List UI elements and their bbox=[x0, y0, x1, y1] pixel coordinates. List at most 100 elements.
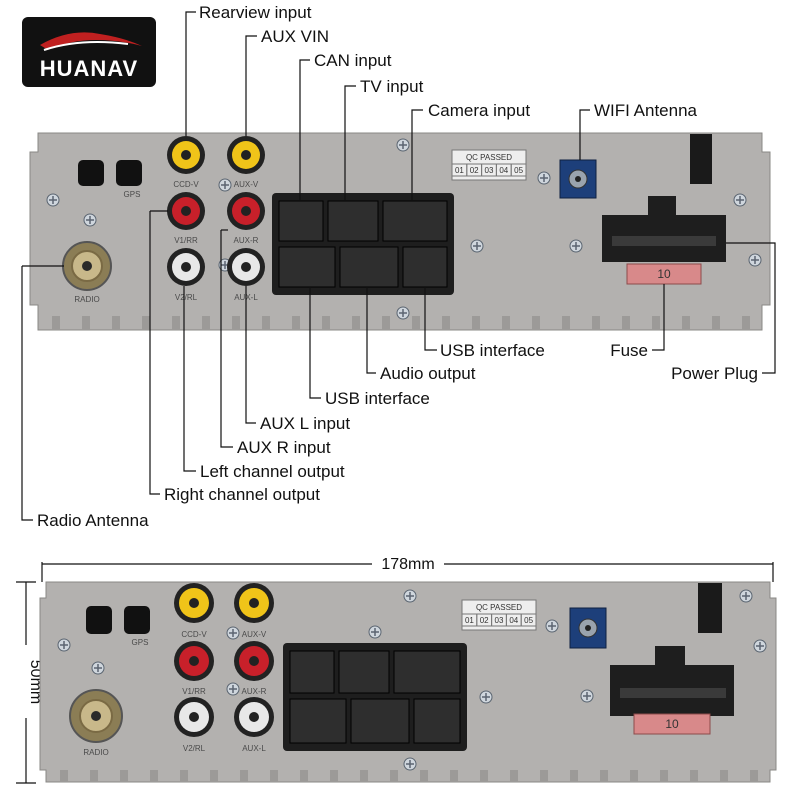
top-panel: GPS RADIO CCD-V AUX-V V1/RR AUX-R V2/RL … bbox=[29, 132, 771, 331]
label-power-plug: Power Plug bbox=[671, 364, 758, 383]
brand-logo: HUANAV bbox=[22, 17, 156, 87]
qc-cell bbox=[510, 163, 527, 177]
bottom-panel: GPS RADIO CCD-V AUX-V V1/RR AUX-R V2/RL … bbox=[39, 581, 777, 783]
screw bbox=[403, 757, 417, 771]
v2-rl-label: V2/RL bbox=[175, 293, 198, 302]
label-right-channel-output: Right channel output bbox=[164, 485, 320, 504]
screw bbox=[396, 138, 410, 152]
aux-v-label: AUX-V bbox=[234, 180, 259, 189]
rca-aux-vin-yellow bbox=[227, 136, 265, 174]
screw bbox=[748, 253, 762, 267]
qc-passed-sticker: QC PASSED 01 02 03 04 05 bbox=[461, 599, 537, 631]
power-plug-connector bbox=[610, 646, 734, 716]
screw bbox=[733, 193, 747, 207]
v1-rr-label: V1/RR bbox=[182, 687, 206, 696]
label-tv-input: TV input bbox=[360, 77, 424, 96]
qc-cell-label: 04 bbox=[499, 166, 508, 175]
qc-title: QC PASSED bbox=[476, 603, 522, 612]
bottom-panel-notches bbox=[60, 770, 758, 782]
screw bbox=[753, 639, 767, 653]
qc-cell-label: 02 bbox=[470, 166, 479, 175]
gps-label: GPS bbox=[132, 638, 149, 647]
rca-aux-l-white bbox=[234, 697, 274, 737]
fuse-value-label: 10 bbox=[665, 717, 679, 731]
power-latch bbox=[698, 583, 722, 633]
qc-cell-label: 04 bbox=[509, 616, 518, 625]
rca-rearview-yellow bbox=[174, 583, 214, 623]
rca-left-channel-white bbox=[167, 248, 205, 286]
rca-left-channel-white bbox=[174, 697, 214, 737]
qc-cell bbox=[520, 613, 537, 627]
screw bbox=[57, 638, 71, 652]
v2-rl-label: V2/RL bbox=[183, 744, 206, 753]
qc-cell-label: 03 bbox=[485, 166, 494, 175]
screw bbox=[580, 689, 594, 703]
label-aux-l-input: AUX L input bbox=[260, 414, 350, 433]
callout-labels-top: Rearview input AUX VIN CAN input TV inpu… bbox=[199, 3, 698, 120]
aux-r-label: AUX-R bbox=[234, 236, 259, 245]
width-dimension-label: 178mm bbox=[381, 556, 434, 573]
screw bbox=[403, 589, 417, 603]
radio-label: RADIO bbox=[83, 748, 108, 757]
cvbs-v-label: CCD-V bbox=[173, 180, 199, 189]
rca-aux-l-white bbox=[227, 248, 265, 286]
screw bbox=[396, 306, 410, 320]
qc-title: QC PASSED bbox=[466, 153, 512, 162]
fuse: 10 bbox=[626, 263, 702, 285]
qc-cell-label: 03 bbox=[495, 616, 504, 625]
power-latch bbox=[690, 134, 712, 184]
label-aux-vin: AUX VIN bbox=[261, 27, 329, 46]
gps-socket-left bbox=[86, 606, 112, 634]
screw bbox=[537, 171, 551, 185]
bottom-vent-notches bbox=[52, 316, 750, 330]
radio-label: RADIO bbox=[74, 295, 99, 304]
rca-aux-vin-yellow bbox=[234, 583, 274, 623]
fuse-value-label: 10 bbox=[657, 267, 671, 281]
label-fuse: Fuse bbox=[610, 341, 648, 360]
qc-cell-label: 01 bbox=[465, 616, 474, 625]
rca-aux-r-red bbox=[227, 192, 265, 230]
qc-passed-sticker: QC PASSED 01 02 03 04 05 bbox=[451, 149, 527, 181]
screw bbox=[479, 690, 493, 704]
screw bbox=[545, 619, 559, 633]
rca-right-channel-red bbox=[174, 641, 214, 681]
label-usb-interface-1: USB interface bbox=[440, 341, 545, 360]
label-audio-output: Audio output bbox=[380, 364, 476, 383]
rca-rearview-yellow bbox=[167, 136, 205, 174]
screw bbox=[226, 682, 240, 696]
screw bbox=[739, 589, 753, 603]
qc-cell-label: 05 bbox=[514, 166, 523, 175]
gps-label: GPS bbox=[124, 190, 141, 199]
aux-r-label: AUX-R bbox=[242, 687, 267, 696]
label-can-input: CAN input bbox=[314, 51, 392, 70]
radio-antenna-jack bbox=[69, 689, 123, 743]
screw bbox=[218, 178, 232, 192]
main-connector-block bbox=[283, 643, 467, 751]
screw bbox=[470, 239, 484, 253]
wifi-antenna-connector bbox=[569, 607, 607, 649]
screw bbox=[569, 239, 583, 253]
label-rearview-input: Rearview input bbox=[199, 3, 312, 22]
qc-cell-label: 02 bbox=[480, 616, 489, 625]
qc-cell-label: 01 bbox=[455, 166, 464, 175]
screw bbox=[83, 213, 97, 227]
power-plug-connector bbox=[602, 196, 726, 262]
callout-leaders bbox=[21, 11, 776, 521]
screw bbox=[368, 625, 382, 639]
gps-socket-left bbox=[78, 160, 104, 186]
wifi-antenna-connector bbox=[559, 159, 597, 199]
qc-cell-label: 05 bbox=[524, 616, 533, 625]
screw bbox=[91, 661, 105, 675]
logo-text: HUANAV bbox=[40, 56, 138, 81]
label-aux-r-input: AUX R input bbox=[237, 438, 331, 457]
label-usb-interface-2: USB interface bbox=[325, 389, 430, 408]
label-radio-antenna: Radio Antenna bbox=[37, 511, 149, 530]
aux-v-label: AUX-V bbox=[242, 630, 267, 639]
dimension-width: 178mm bbox=[41, 556, 774, 582]
cvbs-v-label: CCD-V bbox=[181, 630, 207, 639]
aux-l-label: AUX-L bbox=[242, 744, 266, 753]
screw bbox=[226, 626, 240, 640]
fuse: 10 bbox=[633, 713, 711, 735]
v1-rr-label: V1/RR bbox=[174, 236, 198, 245]
